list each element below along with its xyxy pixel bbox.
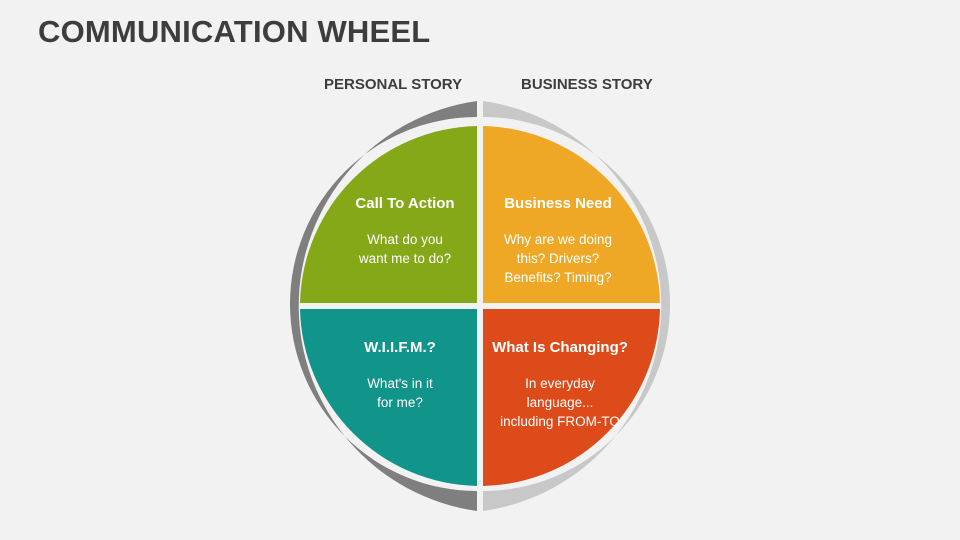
wiifm-body: What's in it for me?	[367, 376, 433, 410]
business-story-label: BUSINESS STORY	[521, 76, 653, 93]
call-to-action-heading: Call To Action	[355, 195, 455, 212]
personal-story-label: PERSONAL STORY	[324, 76, 463, 93]
quadrant-business-need	[483, 126, 660, 303]
wiifm-heading: W.I.I.F.M.?	[364, 339, 436, 356]
quadrant-what-is-changing	[483, 309, 660, 486]
call-to-action-body: What do you want me to do?	[358, 232, 452, 266]
page-title: COMMUNICATION WHEEL	[38, 14, 431, 49]
what-is-changing-body: In everyday language... including FROM-T…	[500, 376, 620, 429]
quadrant-wiifm	[300, 309, 477, 486]
what-is-changing-text: What Is Changing? In everyday language..…	[470, 339, 650, 431]
business-need-body: Why are we doing this? Drivers? Benefits…	[503, 232, 613, 285]
what-is-changing-heading: What Is Changing?	[492, 339, 628, 356]
quadrant-call-to-action	[300, 126, 477, 303]
call-to-action-text: Call To Action What do you want me to do…	[315, 195, 495, 268]
business-need-text: Business Need Why are we doing this? Dri…	[468, 195, 648, 287]
wiifm-text: W.I.I.F.M.? What's in it for me?	[310, 339, 490, 412]
business-need-heading: Business Need	[504, 195, 612, 212]
